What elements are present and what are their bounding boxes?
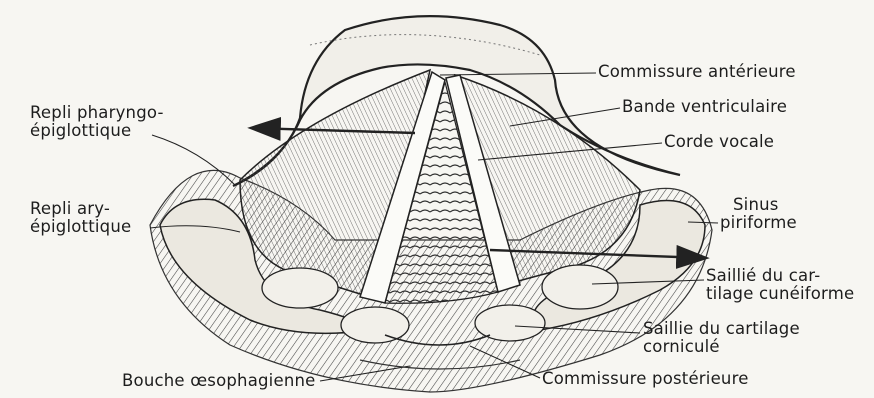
label-saillie-corniculee-line1: Saillie du cartilage: [643, 320, 800, 337]
label-repli-pharyngo-line2: épiglottique: [30, 122, 131, 139]
label-corde-vocale: Corde vocale: [664, 133, 774, 150]
label-repli-ary-line1: Repli ary-: [30, 200, 110, 217]
label-bande-ventriculaire: Bande ventriculaire: [622, 98, 787, 115]
right-cuneiform-bump: [542, 265, 618, 309]
label-bouche-oesophagienne: Bouche œsophagienne: [122, 372, 316, 389]
left-cuneiform-bump: [262, 268, 338, 308]
right-corniculate-bump: [475, 305, 545, 341]
label-commissure-anterieure: Commissure antérieure: [598, 63, 796, 80]
label-saillie-cuneiforme-line1: Saillié du car-: [706, 267, 820, 284]
label-repli-ary-line2: épiglottique: [30, 218, 131, 235]
left-corniculate-bump: [341, 307, 409, 343]
label-sinus-line2: piriforme: [720, 214, 797, 231]
label-sinus-line1: Sinus: [733, 196, 779, 213]
label-saillie-cuneiforme-line2: tilage cunéiforme: [706, 285, 854, 302]
label-saillie-corniculee-line2: corniculé: [643, 338, 720, 355]
label-commissure-posterieure: Commissure postérieure: [542, 370, 749, 387]
label-repli-pharyngo-line1: Repli pharyngo-: [30, 104, 164, 121]
